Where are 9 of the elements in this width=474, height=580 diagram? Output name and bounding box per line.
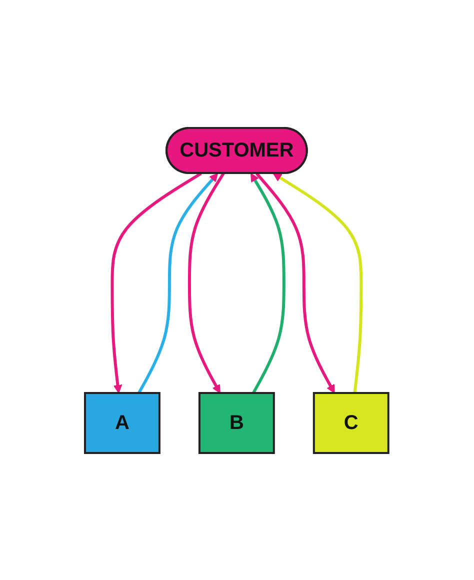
node-box: B	[198, 392, 276, 454]
arrow	[188, 172, 226, 393]
node-box: A	[84, 392, 161, 454]
arrow	[111, 172, 202, 393]
arrow	[138, 172, 218, 394]
arrow	[256, 172, 336, 393]
arrow	[250, 172, 286, 394]
node-box: C	[313, 392, 390, 454]
arrow	[273, 172, 363, 393]
